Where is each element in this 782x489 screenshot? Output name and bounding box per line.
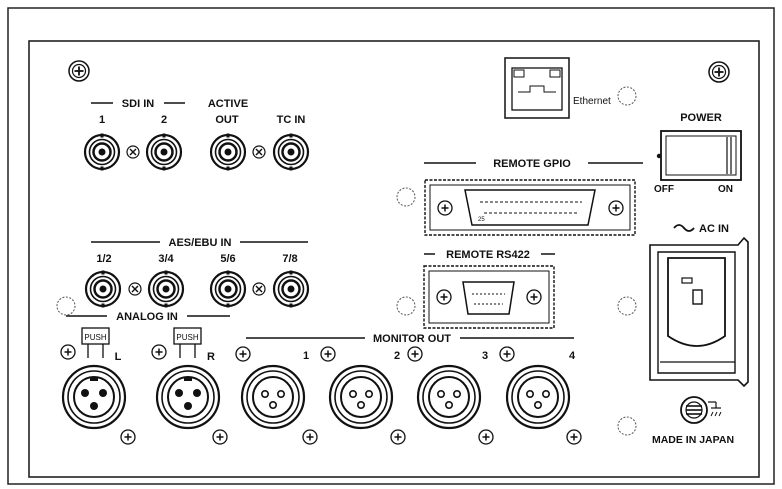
connector-screw-icon bbox=[302, 429, 318, 445]
loop-mark-icon bbox=[128, 282, 142, 296]
remote-gpio-d-sub-connector[interactable]: 25 bbox=[424, 179, 636, 236]
sdi-ch2-label: 2 bbox=[161, 114, 167, 126]
active-out-bnc-connector[interactable] bbox=[209, 132, 247, 172]
monitor-out-label: MONITOR OUT bbox=[373, 333, 451, 345]
power-label: POWER bbox=[680, 112, 722, 124]
power-on-label: ON bbox=[718, 184, 733, 195]
connector-screw-icon bbox=[120, 429, 136, 445]
monitor-out-2-xlr-connector[interactable] bbox=[328, 364, 394, 430]
connector-screw-icon bbox=[499, 346, 515, 362]
power-off-label: OFF bbox=[654, 184, 674, 195]
monitor-3-label: 3 bbox=[482, 350, 488, 362]
connector-screw-icon bbox=[566, 429, 582, 445]
push-latch-right[interactable]: PUSH bbox=[173, 327, 202, 358]
loop-mark-icon bbox=[252, 145, 266, 159]
ac-in-label: AC IN bbox=[699, 223, 729, 235]
ac-wave-icon bbox=[673, 224, 695, 232]
active-label: ACTIVE bbox=[208, 98, 248, 110]
aes-78-bnc-connector[interactable] bbox=[272, 269, 310, 309]
sdi-ch1-label: 1 bbox=[99, 114, 105, 126]
made-in-label: MADE IN JAPAN bbox=[652, 434, 734, 446]
monitor-1-label: 1 bbox=[303, 350, 309, 362]
aes-ebu-in-label: AES/EBU IN bbox=[169, 237, 232, 249]
connector-screw-icon bbox=[235, 346, 251, 362]
remote-rs422-label: REMOTE RS422 bbox=[446, 249, 530, 261]
aes-34-label: 3/4 bbox=[158, 253, 174, 265]
sdi-in-2-bnc-connector[interactable] bbox=[145, 132, 183, 172]
ethernet-port[interactable] bbox=[504, 57, 570, 119]
connector-screw-icon bbox=[437, 200, 453, 216]
analog-in-l-xlr-connector[interactable] bbox=[61, 364, 127, 430]
gpio-pin-label: 25 bbox=[478, 217, 485, 223]
aes-12-bnc-connector[interactable] bbox=[84, 269, 122, 309]
power-switch[interactable] bbox=[656, 130, 742, 181]
analog-right-label: R bbox=[207, 351, 215, 363]
sdi-in-1-bnc-connector[interactable] bbox=[83, 132, 121, 172]
analog-left-label: L bbox=[115, 351, 122, 363]
push-label: PUSH bbox=[176, 333, 198, 342]
tc-in-label: TC IN bbox=[277, 114, 306, 126]
push-label: PUSH bbox=[84, 333, 106, 342]
connector-screw-icon bbox=[60, 344, 76, 360]
monitor-4-label: 4 bbox=[569, 350, 576, 362]
analog-in-r-xlr-connector[interactable] bbox=[155, 364, 221, 430]
loop-mark-icon bbox=[252, 282, 266, 296]
connector-screw-icon bbox=[390, 429, 406, 445]
ground-terminal-icon[interactable] bbox=[680, 396, 722, 424]
aes-78-label: 7/8 bbox=[282, 253, 297, 265]
connector-screw-icon bbox=[436, 289, 452, 305]
connector-screw-icon bbox=[212, 429, 228, 445]
mount-screw-icon bbox=[708, 61, 730, 83]
panel-body bbox=[28, 40, 760, 478]
analog-in-label: ANALOG IN bbox=[116, 311, 178, 323]
monitor-2-label: 2 bbox=[394, 350, 400, 362]
connector-screw-icon bbox=[478, 429, 494, 445]
connector-screw-icon bbox=[526, 289, 542, 305]
connector-screw-icon bbox=[407, 346, 423, 362]
monitor-out-4-xlr-connector[interactable] bbox=[505, 364, 571, 430]
aes-56-label: 5/6 bbox=[220, 253, 235, 265]
sdi-in-label: SDI IN bbox=[122, 98, 154, 110]
aes-56-bnc-connector[interactable] bbox=[209, 269, 247, 309]
loop-mark-icon bbox=[126, 145, 140, 159]
mount-screw-icon bbox=[68, 60, 90, 82]
push-latch-left[interactable]: PUSH bbox=[81, 327, 110, 358]
active-out-label: OUT bbox=[215, 114, 239, 126]
monitor-out-1-xlr-connector[interactable] bbox=[240, 364, 306, 430]
ac-in-inlet[interactable] bbox=[649, 236, 749, 388]
monitor-out-3-xlr-connector[interactable] bbox=[416, 364, 482, 430]
connector-screw-icon bbox=[608, 200, 624, 216]
remote-gpio-label: REMOTE GPIO bbox=[493, 158, 571, 170]
tc-in-bnc-connector[interactable] bbox=[272, 132, 310, 172]
connector-screw-icon bbox=[151, 344, 167, 360]
aes-34-bnc-connector[interactable] bbox=[147, 269, 185, 309]
ethernet-label: Ethernet bbox=[573, 96, 611, 107]
connector-screw-icon bbox=[320, 346, 336, 362]
aes-12-label: 1/2 bbox=[96, 253, 111, 265]
